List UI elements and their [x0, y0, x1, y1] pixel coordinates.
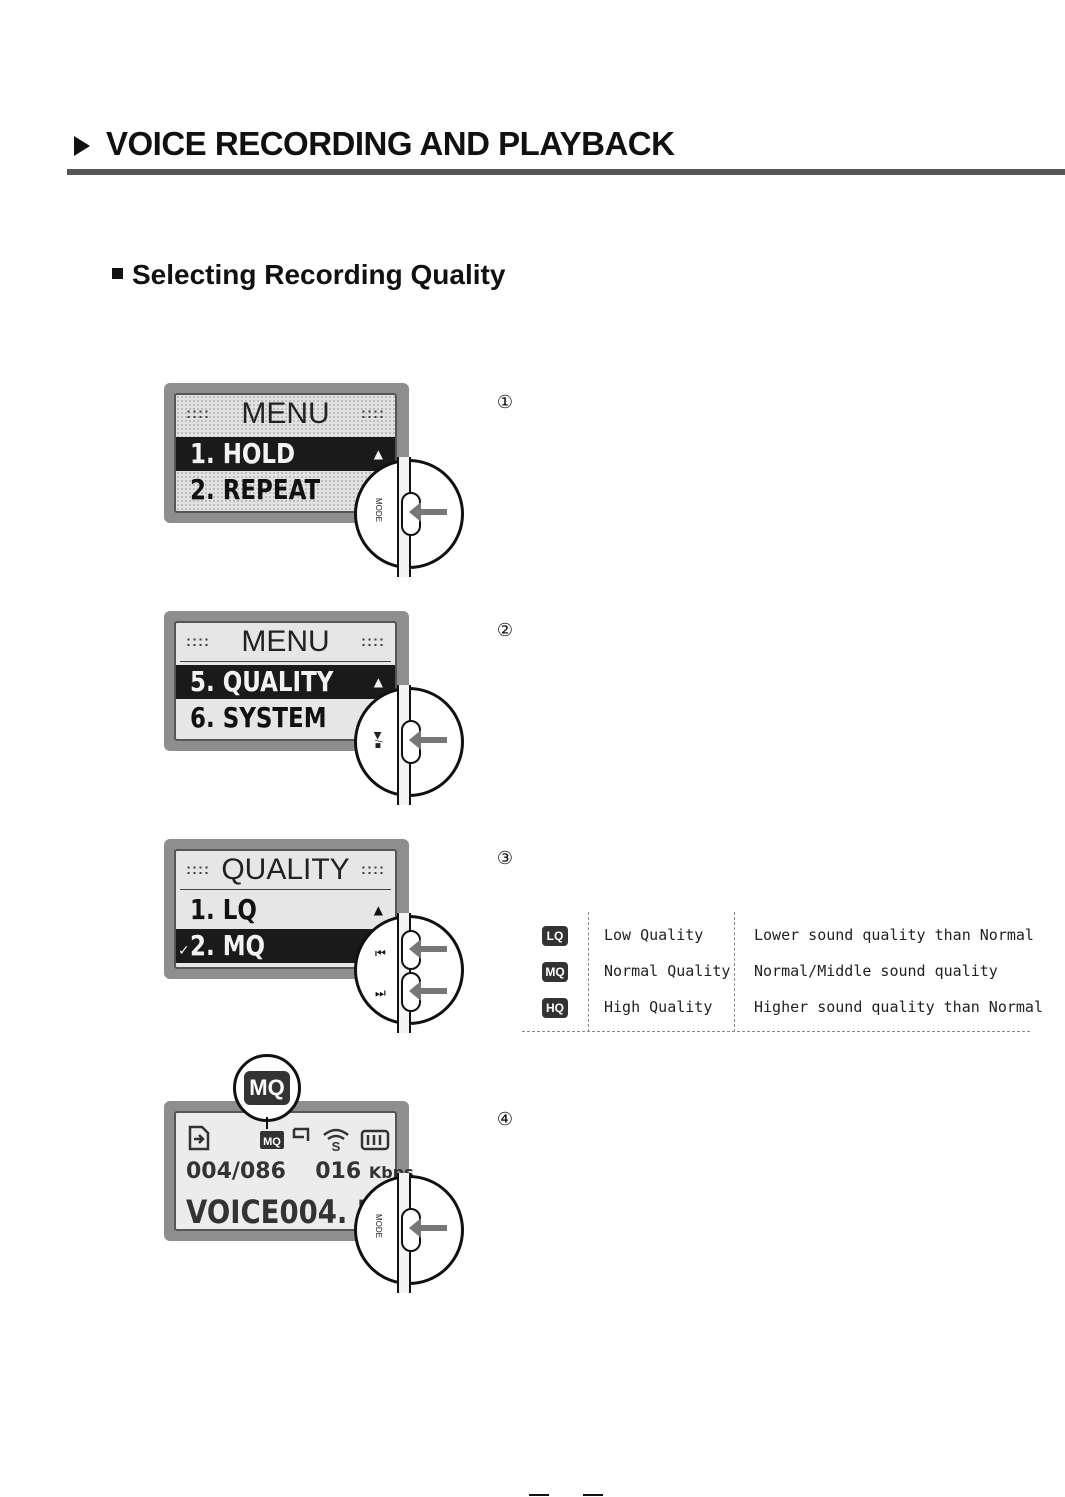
- page-number-dash: [583, 1494, 603, 1496]
- section-title: Selecting Recording Quality: [132, 259, 506, 290]
- signal-icon: S: [323, 1128, 349, 1154]
- lq-icon: LQ: [542, 926, 568, 946]
- menu-row-selected: 5. QUALITY▲: [176, 665, 395, 699]
- menu-header: :::: MENU ::::: [176, 625, 395, 659]
- quality-table: LQ Low Quality Lower sound quality than …: [522, 912, 1043, 1032]
- quality-desc: Higher sound quality than Normal: [754, 998, 1043, 1016]
- step-number-2: ②: [496, 620, 514, 640]
- file-name: VOICE004. M: [186, 1193, 385, 1231]
- step-number-1: ①: [496, 392, 514, 412]
- mq-icon: MQ: [260, 1131, 284, 1149]
- hq-icon: HQ: [542, 998, 568, 1018]
- mq-icon: MQ: [542, 962, 568, 982]
- menu-row: 6. SYSTEM: [190, 701, 327, 734]
- quality-name: High Quality: [604, 998, 713, 1016]
- bullet-square-icon: [112, 268, 123, 279]
- quality-desc: Normal/Middle sound quality: [754, 962, 998, 980]
- status-counter-line: 004/086 016 Kbps: [186, 1159, 414, 1184]
- menu-row: 2. REPEAT: [190, 473, 321, 506]
- step-number-4: ④: [496, 1109, 514, 1129]
- menu-divider: [180, 661, 391, 662]
- mq-badge-icon: MQ: [244, 1071, 290, 1105]
- menu-header: :::: QUALITY ::::: [176, 853, 395, 887]
- quality-row: HQ High Quality Higher sound quality tha…: [522, 998, 1043, 1022]
- dots-icon: ::::: [361, 861, 385, 878]
- skip-buttons-zoom: ⏮ ⏭: [354, 913, 464, 1033]
- button-label: MODE: [374, 1214, 383, 1238]
- quality-name: Normal Quality: [604, 962, 731, 980]
- lcd-screen-step-2: :::: MENU :::: 5. QUALITY▲ 6. SYSTEM: [164, 611, 409, 751]
- play-button-zoom: ▶/■: [354, 685, 464, 805]
- menu-title: MENU: [241, 397, 330, 430]
- step-number-3: ③: [496, 848, 514, 868]
- menu-row: 1. LQ▲: [190, 893, 383, 926]
- menu-divider: [180, 889, 391, 890]
- quality-name: Low Quality: [604, 926, 704, 944]
- menu-title: QUALITY: [221, 853, 350, 886]
- menu-header: :::: MENU ::::: [176, 397, 395, 431]
- svg-text:S: S: [332, 1139, 341, 1154]
- press-arrow-icon: [409, 502, 447, 522]
- svg-text:MQ: MQ: [263, 1136, 281, 1148]
- mode-button-zoom: MODE: [354, 1173, 464, 1293]
- battery-icon: [360, 1129, 390, 1151]
- quality-row: MQ Normal Quality Normal/Middle sound qu…: [522, 962, 1030, 986]
- quality-desc: Lower sound quality than Normal: [754, 926, 1034, 944]
- dots-icon: ::::: [186, 405, 210, 422]
- button-label: MODE: [374, 498, 383, 522]
- status-icons: MQ S: [186, 1123, 390, 1154]
- mode-button-zoom: MODE: [354, 457, 464, 577]
- header-arrow-icon: [74, 136, 90, 156]
- dots-icon: ::::: [186, 633, 210, 650]
- track-counter: 004/086: [186, 1159, 286, 1184]
- quality-row: LQ Low Quality Lower sound quality than …: [522, 926, 1034, 950]
- menu-title: MENU: [241, 625, 330, 658]
- mq-badge-zoom: MQ: [233, 1054, 301, 1122]
- menu-row-selected: 1. HOLD▲: [176, 437, 395, 471]
- badge-pointer: [266, 1117, 268, 1129]
- dots-icon: ::::: [361, 633, 385, 650]
- page-title: VOICE RECORDING AND PLAYBACK: [106, 125, 675, 162]
- file-icon: [188, 1125, 210, 1151]
- dots-icon: ::::: [186, 861, 210, 878]
- press-arrow-icon: [409, 730, 447, 750]
- prev-icon: ⏮: [375, 946, 386, 960]
- check-icon: ✓: [178, 943, 190, 959]
- lcd-screen-step-1: :::: MENU :::: 1. HOLD▲ 2. REPEAT: [164, 383, 409, 523]
- button-label: ▶/■: [372, 732, 383, 749]
- header-rule: [67, 169, 1065, 175]
- press-arrow-icon: [409, 1218, 447, 1238]
- bitrate-value: 016: [315, 1159, 362, 1184]
- next-icon: ⏭: [375, 986, 386, 1000]
- plug-icon: [292, 1127, 310, 1141]
- press-arrow-icon: [409, 981, 447, 1001]
- press-arrow-icon: [409, 939, 447, 959]
- page-number-dash: [529, 1494, 549, 1496]
- dots-icon: ::::: [361, 405, 385, 422]
